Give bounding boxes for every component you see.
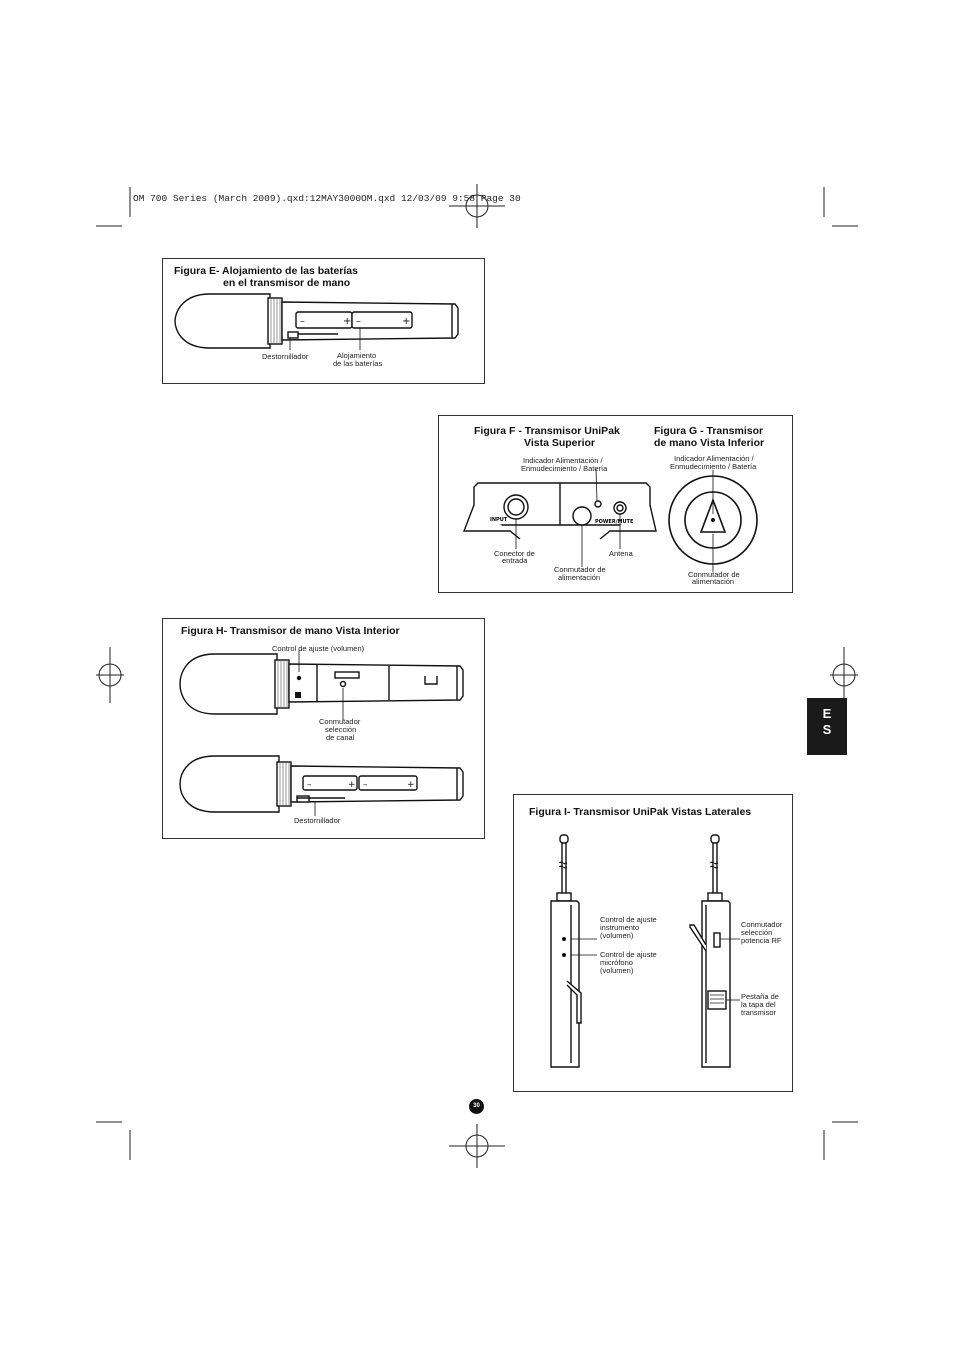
svg-text:+: + [402, 316, 410, 327]
figure-i-label-mic-3: (volumen) [600, 966, 634, 975]
svg-text:+: + [343, 316, 351, 327]
figure-f-label-indicator-2: Enmudecimiento / Batería [521, 464, 608, 473]
figure-g-title-line2: de mano Vista Inferior [654, 437, 765, 449]
figure-f-label-indicator-1: Indicador Alimentación / [523, 456, 603, 465]
figure-g-label-indicator-1: Indicador Alimentación / [674, 454, 754, 463]
file-header: OM 700 Series (March 2009).qxd:12MAY3000… [133, 193, 521, 204]
figure-f-label-power-1: Conmutador de [554, 565, 606, 574]
handheld-interior-drawing-top [179, 650, 464, 720]
svg-text:+: + [348, 780, 356, 790]
figure-f-title-line1: Figura F - Transmisor UniPak [474, 425, 620, 437]
svg-text:–: – [356, 316, 361, 327]
figure-g-title-line1: Figura G - Transmisor [654, 425, 764, 437]
svg-text:+: + [407, 780, 415, 790]
figure-e-title-line2: en el transmisor de mano [223, 277, 351, 289]
figure-i-label-rf-1: Conmutador [741, 920, 783, 929]
figure-i-label-instr-1: Control de ajuste [600, 915, 657, 924]
page-number: 30 [469, 1099, 484, 1114]
unipak-side-view-left [550, 834, 582, 1068]
figure-f-label-input-1: Conector de [494, 549, 535, 558]
language-tab-line2: S [822, 722, 832, 737]
figure-e-label-screwdriver: Destornillador [262, 352, 309, 361]
callout-lines-left [571, 938, 597, 956]
figure-e-label-housing-1: Alojamiento [337, 351, 377, 360]
figure-i-label-mic-2: micrófono [600, 958, 633, 967]
figure-i-label-mic-1: Control de ajuste [600, 950, 657, 959]
figure-i-label-instr-3: (volumen) [600, 931, 634, 940]
figure-g-label-indicator-2: Enmudecimiento / Batería [670, 462, 757, 471]
figure-h-label-screwdriver: Destornillador [294, 816, 341, 825]
unipak-side-view-right [689, 834, 740, 1068]
handheld-interior-drawing-bottom: – + – + [179, 755, 464, 816]
figure-i-label-tab-3: transmisor [741, 1008, 777, 1017]
handheld-battery-drawing: – + – + [174, 293, 459, 350]
figure-i-label-tab-2: la tapa del [741, 1000, 776, 1009]
figure-f-label-antenna: Antena [609, 549, 633, 558]
figure-i-label-tab-1: Pestaña de [741, 992, 779, 1001]
figure-f-label-input-2: entrada [502, 556, 528, 565]
figure-i-label-instr-2: instrumento [600, 923, 640, 932]
figure-g-label-power-1: Conmutador de [688, 570, 740, 579]
language-tab: E S [807, 698, 847, 755]
figure-i-title: Figura I- Transmisor UniPak Vistas Later… [529, 806, 752, 818]
figure-e-label-housing-2: de las baterías [333, 359, 383, 368]
figure-e-title-line1: Figura E- Alojamiento de las baterías [174, 265, 358, 277]
language-tab-line1: E [822, 706, 832, 721]
unipak-top-view-drawing: INPUT POWER/MUTE [462, 468, 657, 567]
panel-input-text: INPUT [490, 517, 508, 523]
svg-text:–: – [363, 780, 368, 790]
figure-h-label-channel-3: de canal [326, 733, 355, 742]
figure-h-title: Figura H- Transmisor de mano Vista Inter… [181, 625, 400, 637]
figure-h-label-channel-2: selección [325, 725, 357, 734]
figure-h-label-channel-1: Conmutador [319, 717, 361, 726]
figure-f-title-line2: Vista Superior [524, 437, 595, 449]
figure-h-label-volume: Control de ajuste (volumen) [272, 644, 365, 653]
handheld-bottom-view-drawing [668, 470, 758, 572]
figure-i-label-rf-3: potencia RF [741, 936, 782, 945]
panel-power-text: POWER/MUTE [595, 519, 634, 525]
figure-i-label-rf-2: selección [741, 928, 773, 937]
figure-f-label-power-2: alimentación [558, 573, 601, 582]
figure-g-label-power-2: alimentación [692, 577, 735, 586]
svg-text:–: – [300, 316, 305, 327]
svg-text:–: – [307, 780, 312, 790]
